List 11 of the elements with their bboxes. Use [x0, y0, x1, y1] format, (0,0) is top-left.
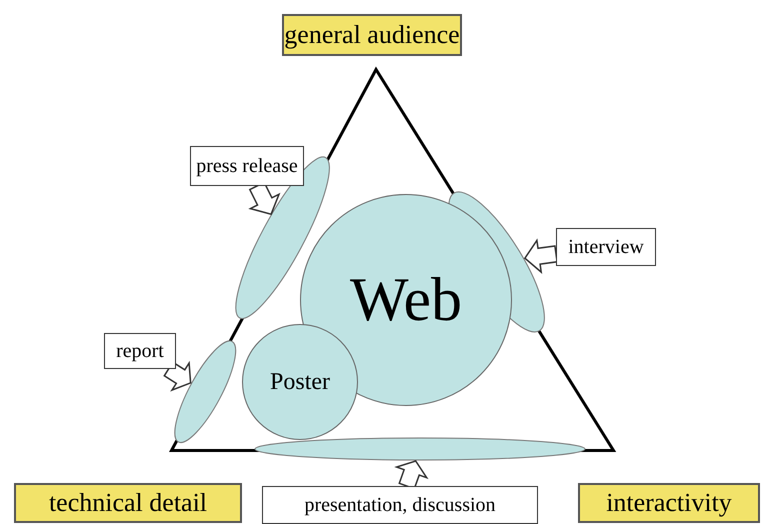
interactivity-label: interactivity — [578, 483, 760, 523]
detail-label: technical detail — [14, 483, 242, 523]
format-label: press release — [190, 146, 304, 186]
format-label: interview — [556, 228, 656, 266]
format-label: presentation, discussion — [262, 486, 538, 524]
format-region — [253, 436, 587, 462]
format-region — [172, 339, 238, 445]
audience-label: general audience — [282, 14, 462, 56]
format-label: report — [104, 333, 176, 369]
block-arrow — [163, 360, 192, 392]
block-arrow — [524, 238, 558, 274]
